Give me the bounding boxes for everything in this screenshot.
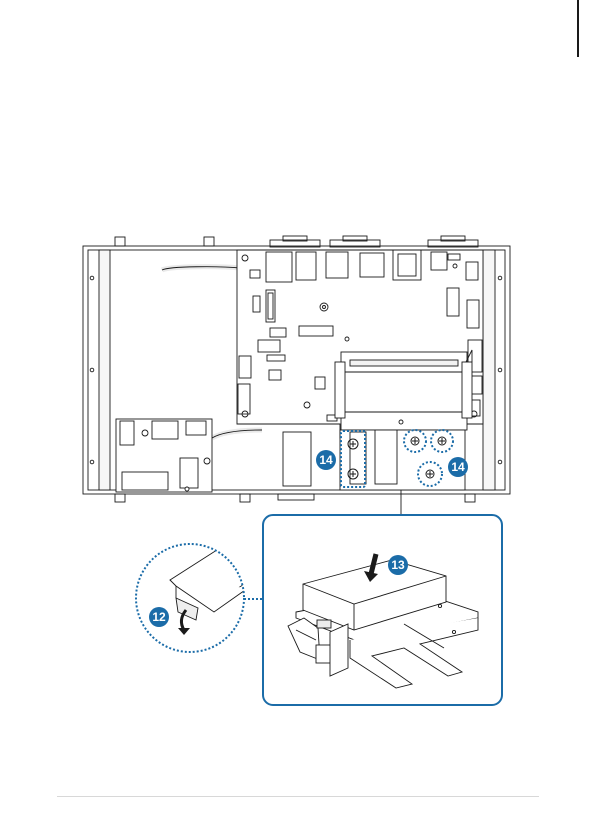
zoom-detail-box: 13 [263, 515, 502, 705]
zoom-detail-circle: 12 [136, 544, 260, 652]
ssd-bracket-top [283, 430, 465, 514]
footer-rule [57, 796, 539, 797]
callout-label: 14 [319, 453, 333, 467]
callout-badge-14-left: 14 [316, 450, 336, 470]
callout-badge-12: 12 [149, 607, 169, 627]
memory-module [335, 350, 472, 430]
callout-label: 12 [152, 610, 166, 624]
power-board [116, 419, 212, 492]
bottom-connectors [115, 494, 475, 502]
callout-badge-13: 13 [388, 555, 408, 575]
callout-label: 14 [451, 460, 465, 474]
callout-badge-14-right: 14 [448, 457, 468, 477]
callout-label: 13 [391, 558, 405, 572]
top-connectors [115, 236, 478, 247]
